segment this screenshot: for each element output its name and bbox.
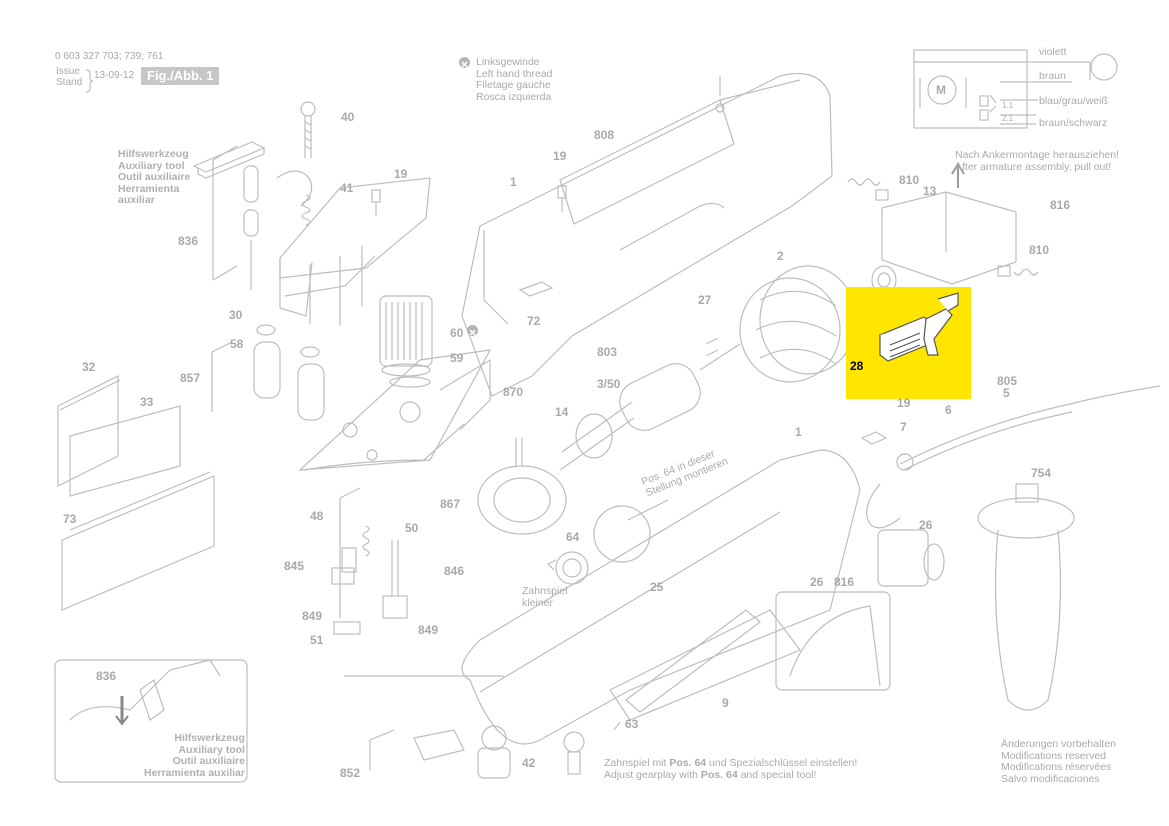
part-805[interactable]: 805: [997, 374, 1018, 388]
part-852[interactable]: 852: [340, 766, 361, 780]
part-64[interactable]: 64: [566, 530, 580, 544]
part-14[interactable]: 14: [555, 405, 569, 419]
motor-label: M: [936, 83, 946, 97]
wiring-diagram: [913, 49, 1118, 129]
part-803[interactable]: 803: [597, 345, 618, 359]
part-19b[interactable]: 19: [553, 149, 567, 163]
wire-label-blau: blau/grau/weiß: [1039, 95, 1108, 107]
modifications-note: Änderungen vorbehalten Modifications res…: [1001, 738, 1117, 785]
adjust-note-de: Zahnspiel mit Pos. 64 und Spezialschlüss…: [604, 757, 858, 769]
part-59[interactable]: 59: [450, 351, 464, 365]
wire-label-braun-schwarz: braun/schwarz: [1039, 117, 1108, 129]
inset-right-frame: [775, 591, 891, 691]
part-13[interactable]: 13: [923, 184, 937, 198]
part-42[interactable]: 42: [522, 756, 536, 770]
part-846[interactable]: 846: [444, 564, 465, 578]
part-50[interactable]: 50: [405, 521, 419, 535]
part-9[interactable]: 9: [722, 696, 729, 710]
part-754[interactable]: 754: [1031, 466, 1052, 480]
part-41[interactable]: 41: [340, 181, 354, 195]
part-60[interactable]: 60: [450, 326, 464, 340]
issue-label: Issue: [56, 66, 80, 77]
part-28-label[interactable]: 28: [850, 359, 864, 373]
part-19c[interactable]: 19: [897, 396, 911, 410]
part-1b[interactable]: 1: [795, 425, 802, 439]
part-867[interactable]: 867: [440, 497, 461, 511]
wire-label-braun: braun: [1039, 70, 1066, 82]
part-19a[interactable]: 19: [394, 167, 408, 181]
left-hand-thread-marker-icon: [467, 325, 478, 336]
part-808[interactable]: 808: [594, 128, 615, 142]
part-836b[interactable]: 836: [96, 669, 117, 683]
stand-label: Stand: [56, 77, 83, 88]
part-5[interactable]: 5: [1003, 386, 1010, 400]
part-836a[interactable]: 836: [178, 234, 199, 248]
inset-frame: [54, 659, 248, 783]
part-27[interactable]: 27: [698, 293, 712, 307]
part-73[interactable]: 73: [63, 512, 77, 526]
part-40[interactable]: 40: [341, 110, 355, 124]
part-845[interactable]: 845: [284, 559, 305, 573]
part-26a[interactable]: 26: [919, 518, 933, 532]
part-63[interactable]: 63: [625, 717, 639, 731]
part-28-drawing: [878, 292, 959, 362]
part-857[interactable]: 857: [180, 371, 201, 385]
part-numbers: 0 603 327 703; 739; 761: [55, 51, 164, 62]
part-2[interactable]: 2: [777, 249, 784, 263]
pin-2-1: 2.1: [1002, 114, 1014, 123]
part-810a[interactable]: 810: [899, 173, 920, 187]
highlight-part-28: [846, 287, 971, 399]
part-58[interactable]: 58: [230, 337, 244, 351]
part-7[interactable]: 7: [900, 420, 907, 434]
armature-note: Nach Ankermontage herausziehen! After ar…: [955, 149, 1120, 173]
thread-note: Linksgewinde Left hand thread Filetage g…: [476, 56, 553, 103]
part-51[interactable]: 51: [310, 633, 324, 647]
part-48[interactable]: 48: [310, 509, 324, 523]
aux-tool-label: Hilfswerkzeug Auxiliary tool Outil auxil…: [118, 148, 191, 206]
aux-tool-inset-label: Hilfswerkzeug Auxiliary tool Outil auxil…: [144, 732, 245, 779]
adjust-note-en: Adjust gearplay with Pos. 64 and special…: [604, 769, 817, 781]
part-816b[interactable]: 816: [834, 575, 855, 589]
part-33[interactable]: 33: [140, 395, 154, 409]
part-816a[interactable]: 816: [1050, 198, 1071, 212]
part-1a[interactable]: 1: [510, 175, 517, 189]
issue-date: 13-09-12: [94, 70, 135, 81]
left-hand-thread-icon: [459, 57, 470, 68]
part-32[interactable]: 32: [82, 360, 96, 374]
part-6[interactable]: 6: [945, 403, 952, 417]
gearplay-note: Zahnspiel kleiner: [522, 585, 568, 609]
part-849b[interactable]: 849: [418, 623, 439, 637]
wire-label-violett: violett: [1039, 46, 1067, 58]
pin-1-1: 1.1: [1002, 101, 1014, 110]
part-849a[interactable]: 849: [302, 609, 323, 623]
part-72[interactable]: 72: [527, 314, 541, 328]
part-26b[interactable]: 26: [810, 575, 824, 589]
part-810b[interactable]: 810: [1029, 243, 1050, 257]
part-3-50[interactable]: 3/50: [597, 377, 621, 391]
figure-label: Fig./Abb. 1: [141, 67, 220, 85]
part-870[interactable]: 870: [503, 385, 524, 399]
part-25[interactable]: 25: [650, 580, 664, 594]
part-30[interactable]: 30: [229, 308, 243, 322]
